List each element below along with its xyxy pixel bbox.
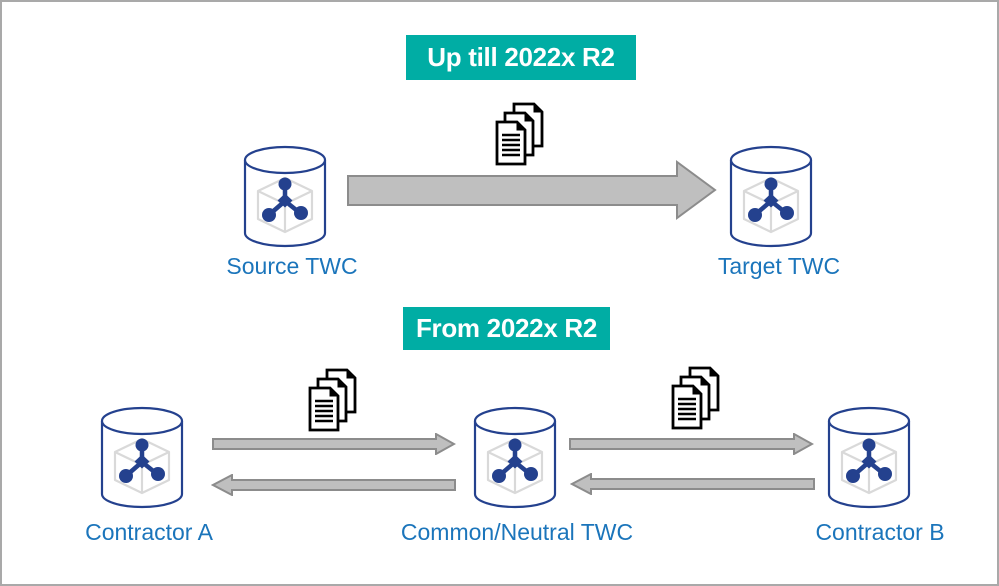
source-twc-label: Source TWC xyxy=(226,253,358,279)
documents-stack-icon xyxy=(671,366,720,430)
documents-stack-icon xyxy=(308,368,357,432)
arrow-common-to-contractor-a-icon xyxy=(211,474,456,496)
contractor-b-label: Contractor B xyxy=(815,519,945,545)
target-twc-database-icon xyxy=(728,145,814,248)
contractor-b-database-icon xyxy=(826,406,912,509)
arrow-contractor-b-to-common-icon xyxy=(570,473,815,495)
source-twc-database-icon xyxy=(242,145,328,248)
arrow-common-to-contractor-b-icon xyxy=(569,433,814,455)
section-header-label: From 2022x R2 xyxy=(415,313,598,343)
section-header-label: Up till 2022x R2 xyxy=(427,42,615,72)
common-neutral-twc-label: Common/Neutral TWC xyxy=(400,519,634,545)
arrow-contractor-a-to-common-icon xyxy=(212,433,456,455)
common-neutral-twc-database-icon xyxy=(472,406,558,509)
migration-arrow-right-icon xyxy=(347,160,717,220)
contractor-a-label: Contractor A xyxy=(85,519,213,545)
contractor-a-database-icon xyxy=(99,406,185,509)
documents-stack-icon xyxy=(495,102,544,166)
target-twc-label: Target TWC xyxy=(717,253,841,279)
section-header-up-till-2022x-r2: Up till 2022x R2 xyxy=(406,35,636,80)
section-header-from-2022x-r2: From 2022x R2 xyxy=(403,307,610,350)
